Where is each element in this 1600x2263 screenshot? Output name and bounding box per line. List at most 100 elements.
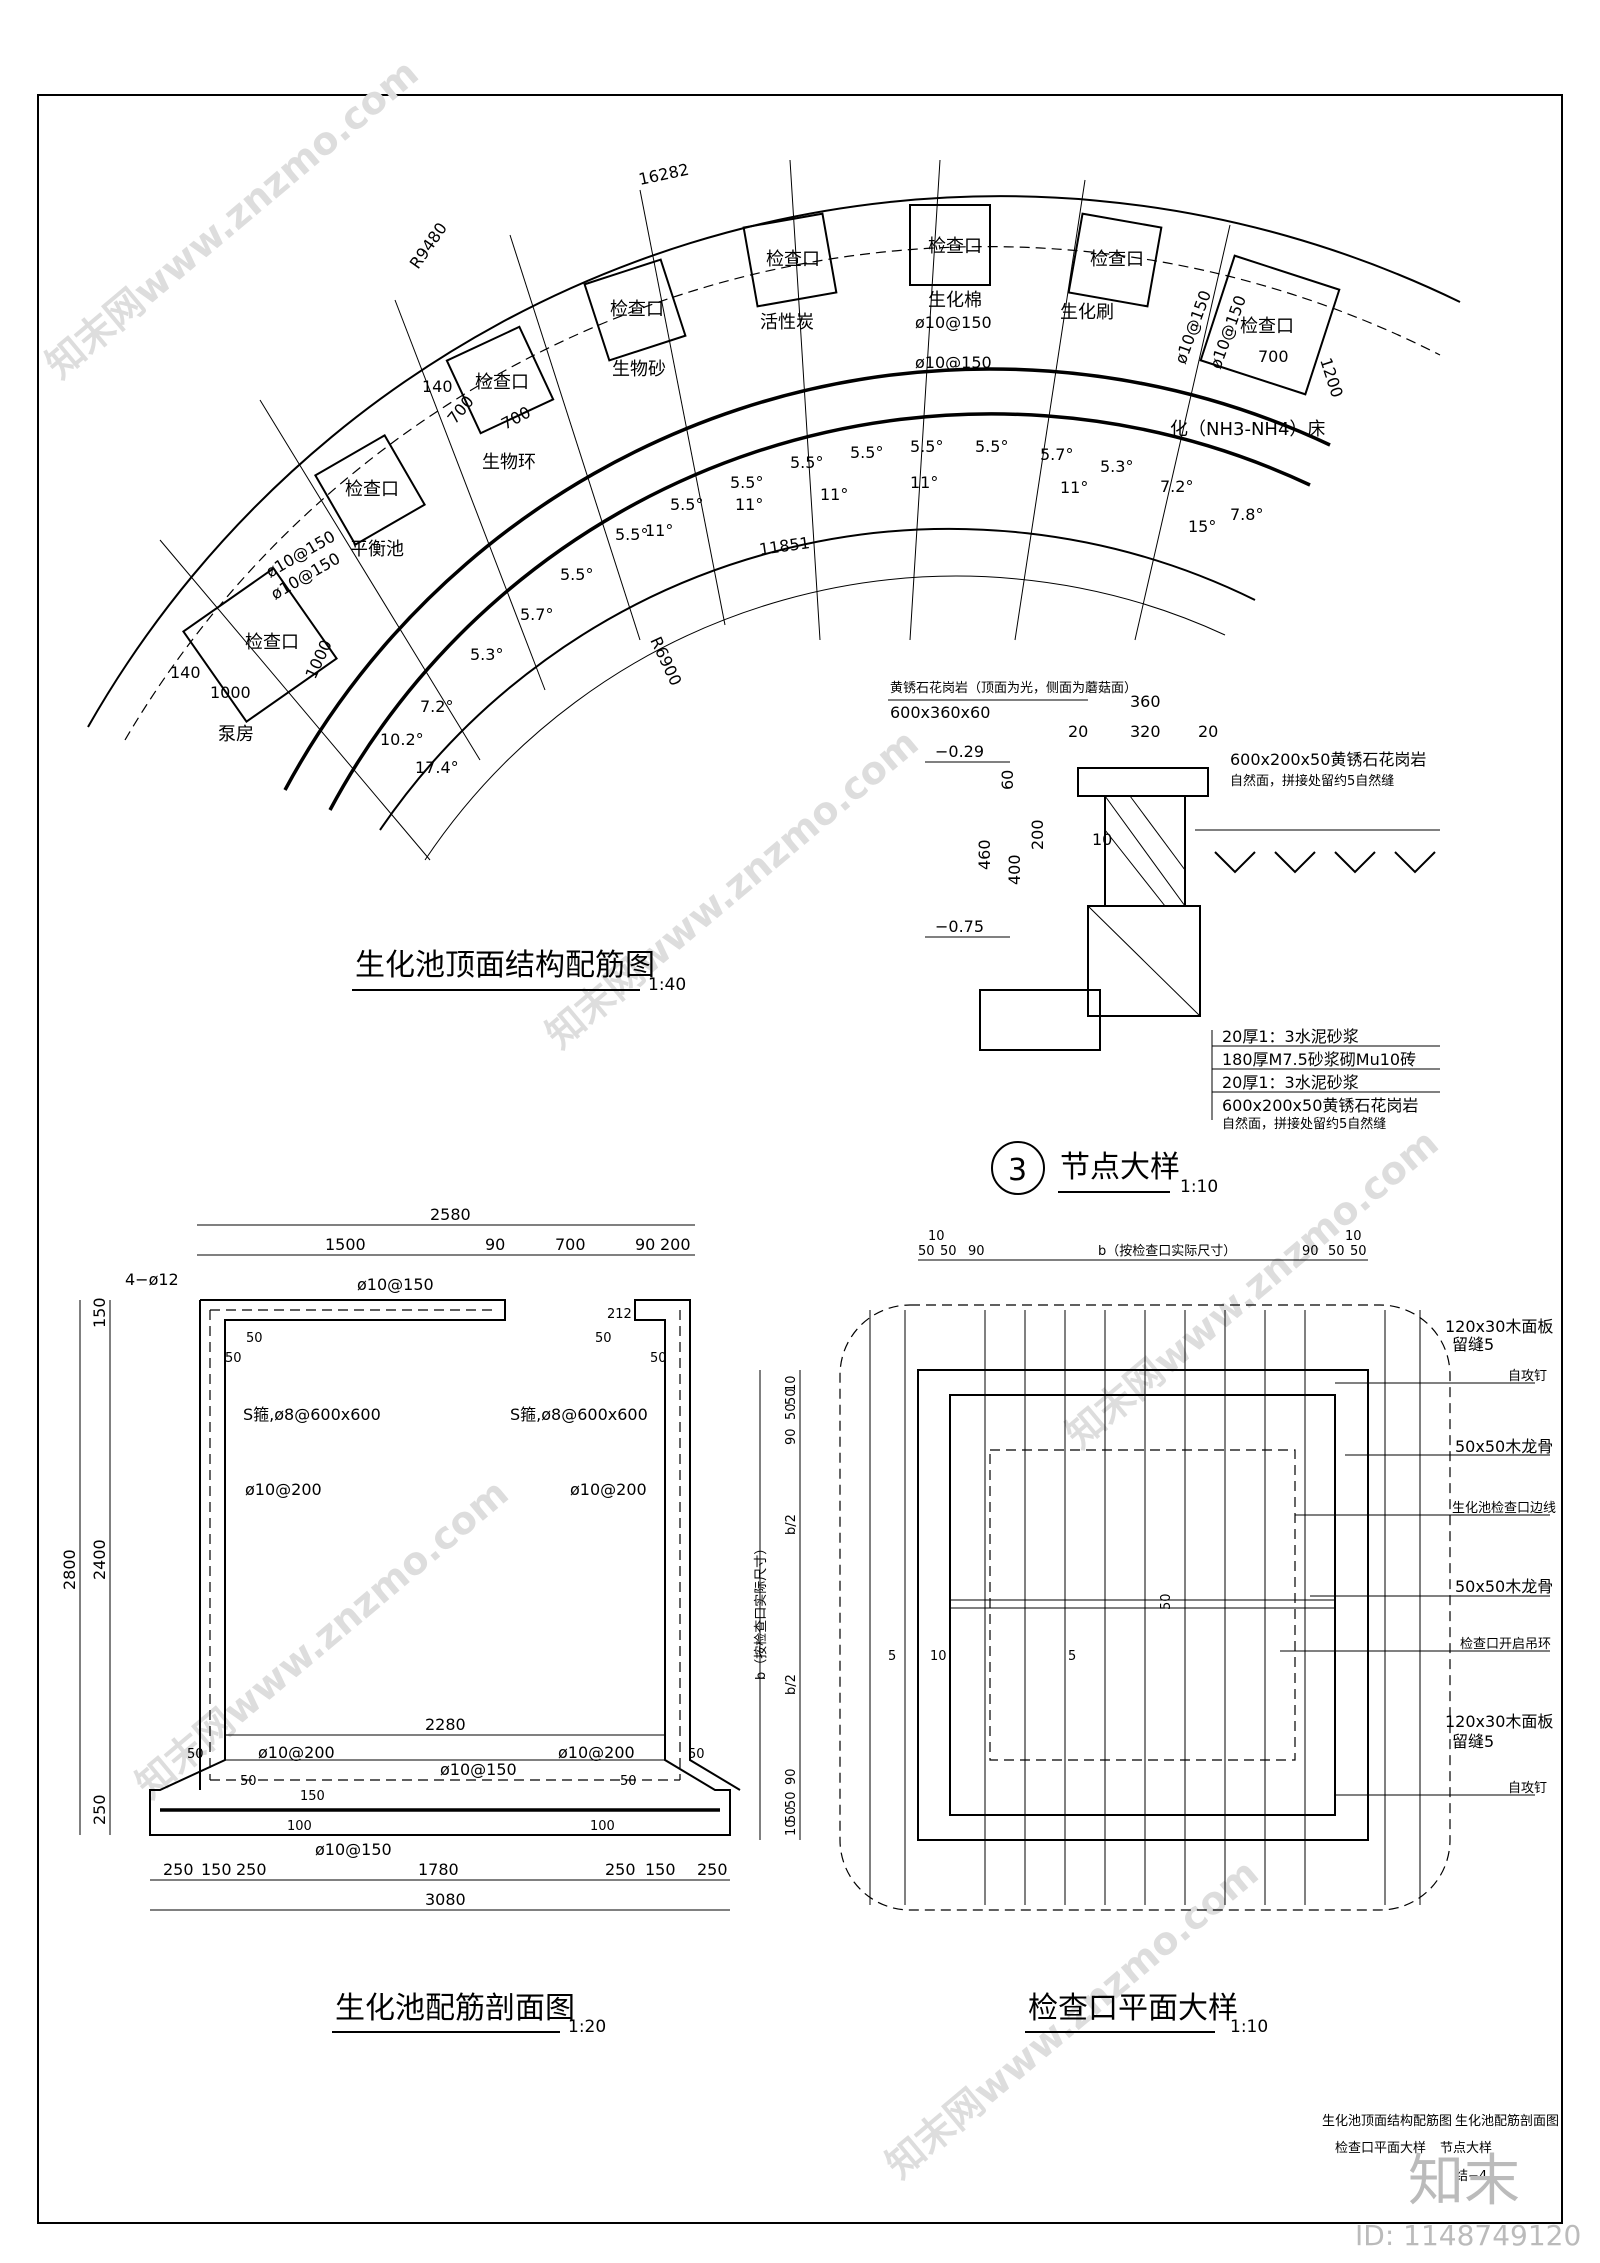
dim: 50 [784,1388,799,1405]
small-dim: 50 [225,1351,242,1366]
small-dim: 50 [246,1331,263,1346]
dim: 460 [975,839,994,870]
dim-inner-radius: R6900 [646,634,685,689]
section-top-dims: 2580 1500 90 700 90 200 [197,1205,695,1256]
dim: 90 [784,1428,799,1445]
dim: 90 [784,1768,799,1785]
small-dim: 150 [300,1789,325,1804]
titleblock-cell: 生化池配筋剖面图 [1455,2113,1559,2129]
angle-label: 5.5° [560,565,593,584]
dim: 360 [1130,692,1161,711]
hatch-top-dims: 10 50 50 90 b（按检查口实际尺寸） 90 50 50 10 [918,1229,1368,1261]
dim: 250 [90,1794,109,1825]
layer: 600x200x50黄锈石花岗岩 [1222,1096,1418,1115]
dim: 3080 [425,1890,466,1909]
hatch-left-dims: 10 50 50 90 b/2 b/2 90 50 50 10 b（按检查口实际… [754,1370,801,1840]
titleblock-cell: 生化池顶面结构配筋图 [1322,2113,1452,2129]
level-marker: −0.29 [935,742,984,761]
size-label: 1200 [1316,355,1347,400]
angle-label: 11° [645,521,673,540]
size-label: 1000 [301,637,335,682]
plan-scale: 1:40 [648,975,686,995]
section-small-dims: 50 50 212 50 50 150 100 100 50 50 50 50 [187,1307,705,1834]
inner-dim: 2280 [425,1715,466,1734]
dim: 90 [485,1235,505,1254]
access-label: 检查口 [1090,249,1144,270]
rebar-label: ø10@150 [315,1840,392,1859]
section-title: 生化池配筋剖面图 [335,1991,575,2026]
callout: 50x50木龙骨 [1455,1577,1553,1596]
arc-rebar-2 [328,412,1311,811]
dim-arc-length: 16282 [637,160,691,189]
dim: 200 [660,1235,691,1254]
access-label: 检查口 [345,479,399,500]
layer: 自然面，拼接处留约5自然缝 [1222,1116,1386,1132]
small-dim: 100 [590,1819,615,1834]
dim: 250 [697,1860,728,1879]
angle-label: 5.7° [1040,445,1073,464]
dim: 150 [645,1860,676,1879]
dim: b（按检查口实际尺寸） [1098,1244,1236,1259]
node-note: 黄锈石花岗岩（顶面为光，侧面为蘑菇面） [890,680,1137,696]
hatch-opening [989,1449,1296,1761]
callout: 检查口开启吊环 [1460,1637,1551,1652]
watermark-id: ID: 1148749120 [1355,2219,1581,2252]
dim-b: b（按检查口实际尺寸） [754,1542,769,1680]
rebar-label: ø10@200 [558,1743,635,1762]
dim: 50 [784,1403,799,1420]
center-dim: 50 [1159,1593,1174,1610]
dim: 400 [1005,854,1024,885]
angle-label: 5.3° [470,645,503,664]
dim: 10 [1345,1229,1362,1244]
angle-label: 5.7° [520,605,553,624]
arc-outer-dashed [124,246,1441,741]
size-label: 700 [444,392,478,428]
node-note: 600x200x50黄锈石花岗岩 [1230,750,1426,769]
dim: 60 [998,770,1017,790]
rebar-label: ø10@150 [1171,288,1215,367]
small-dim: 50 [187,1747,204,1762]
node-note: 自然面，拼接处留约5自然缝 [1230,773,1394,789]
section-bottom-dims: 250 150 250 1780 250 150 250 3080 [150,1860,730,1911]
angle-label: 7.2° [1160,477,1193,496]
center-dim: 5 [1068,1649,1076,1664]
dim: 90 [968,1244,985,1259]
size-label: 700 [498,402,534,433]
size-label: 1000 [210,683,251,702]
dim: 50 [940,1244,957,1259]
watermark-text-1: 知末网www.znzmo.com [38,50,427,386]
dim: 1780 [418,1860,459,1879]
access-squares [182,204,1341,723]
dim: 20 [1198,722,1218,741]
angle-label: 15° [1188,517,1216,536]
center-dim: 5 [888,1649,896,1664]
rebar-label: ø10@200 [570,1480,647,1499]
chamber-name: 化（NH3-NH4）床 [1170,419,1325,440]
node-note: 600x360x60 [890,703,990,722]
angle-label: 5.5° [910,437,943,456]
angle-label: 5.5° [615,525,648,544]
dim: 700 [555,1235,586,1254]
access-label: 检查口 [475,372,529,393]
chamber-name: 生化刷 [1060,302,1114,323]
rebar-label: ø10@200 [245,1480,322,1499]
small-dim: 50 [620,1774,637,1789]
section-drawing: 2580 1500 90 700 90 200 150 2800 2400 25… [60,1205,741,2037]
dim: 50 [784,1806,799,1823]
hatch-callouts: 120x30木面板 留缝5 自攻钉 50x50木龙骨 生化池检查口边线 50x5… [1280,1317,1556,1796]
angle-label: 11° [735,495,763,514]
chamber-name: 泵房 [218,724,254,745]
grass-icon [1214,851,1436,874]
dim: 50 [1328,1244,1345,1259]
angle-label: 5.5° [730,473,763,492]
access-label: 检查口 [766,249,820,270]
angle-label: 10.2° [380,730,424,749]
access-labels: 检查口 检查口 检查口 检查口 检查口 检查口 检查口 检查口 [245,236,1294,653]
layer: 20厚1：3水泥砂浆 [1222,1073,1359,1092]
small-dim: 212 [607,1307,632,1322]
callout: 自攻钉 [1508,1369,1547,1384]
section-outline [149,1299,741,1836]
small-dim: 50 [650,1351,667,1366]
size-label: 700 [1258,347,1289,366]
arc-inner [379,527,1256,831]
